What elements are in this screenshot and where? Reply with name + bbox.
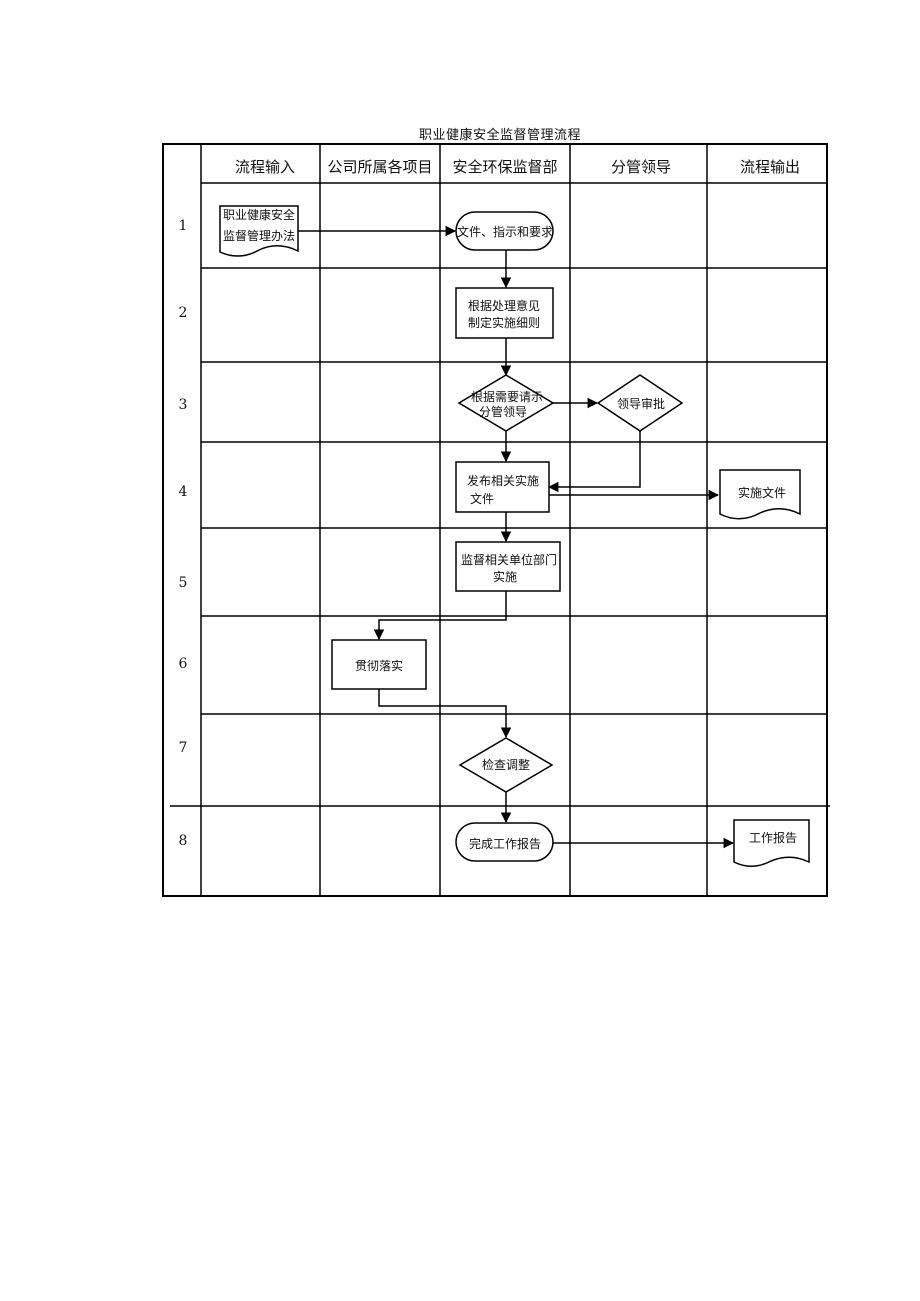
output-document-shape [719, 469, 801, 520]
node-label: 根据处理意见 [468, 298, 540, 313]
node-label: 检查调整 [482, 757, 530, 772]
column-header: 安全环保监督部 [452, 158, 557, 176]
node-label: 监督管理办法 [223, 228, 295, 243]
column-header: 流程输入 [235, 158, 295, 176]
node-label: 分管领导 [479, 404, 527, 419]
node-label: 根据需要请示 [471, 390, 543, 404]
arrow [373, 591, 507, 641]
process-box [455, 541, 561, 592]
node-label: 文件、指示和要求 [457, 224, 553, 239]
arrow [547, 431, 641, 493]
node-label: 贯彻落实 [355, 658, 403, 673]
node-label: 领导审批 [617, 396, 665, 411]
column-header: 公司所属各项目 [327, 158, 432, 176]
shape-labels: 职业健康安全 监督管理办法 文件、指示和要求 根据处理意见 制定实施细则 根据需… [223, 207, 797, 851]
output-document-shape [733, 819, 810, 867]
decision-diamond [596, 374, 684, 432]
arrow [378, 689, 512, 739]
node-label: 职业健康安全 [223, 207, 295, 222]
swimlane-grid [162, 143, 830, 897]
end-terminator-shape [455, 822, 554, 862]
shapes [219, 205, 810, 867]
node-label: 发布相关实施 [467, 473, 539, 488]
row-number: 6 [179, 656, 188, 672]
node-label: 实施文件 [738, 485, 786, 500]
column-headers: 流程输入 公司所属各项目 安全环保监督部 分管领导 流程输出 [235, 158, 800, 176]
decision-diamond [457, 374, 555, 432]
process-box [331, 639, 427, 690]
input-document-shape [219, 205, 299, 257]
row-number: 8 [179, 833, 188, 849]
row-number: 4 [179, 484, 188, 500]
row-number: 1 [179, 218, 188, 234]
node-label: 制定实施细则 [468, 315, 540, 330]
connectors [298, 225, 735, 849]
decision-diamond [458, 737, 554, 793]
row-numbers: 1 2 3 4 5 6 7 8 [179, 218, 188, 849]
row-number: 2 [179, 305, 188, 321]
node-label: 完成工作报告 [469, 836, 541, 851]
column-header: 流程输出 [740, 158, 800, 176]
process-box [455, 287, 554, 339]
page-title: 职业健康安全监督管理流程 [418, 128, 581, 143]
node-label: 工作报告 [749, 830, 797, 845]
node-label: 监督相关单位部门 [461, 552, 557, 567]
column-header: 分管领导 [611, 158, 671, 176]
node-label: 文件 [470, 491, 494, 506]
start-terminator-shape [455, 211, 554, 251]
row-number: 5 [179, 575, 188, 591]
process-box [455, 461, 550, 513]
row-number: 7 [179, 740, 188, 756]
node-label: 实施 [493, 569, 517, 584]
row-number: 3 [179, 397, 188, 413]
